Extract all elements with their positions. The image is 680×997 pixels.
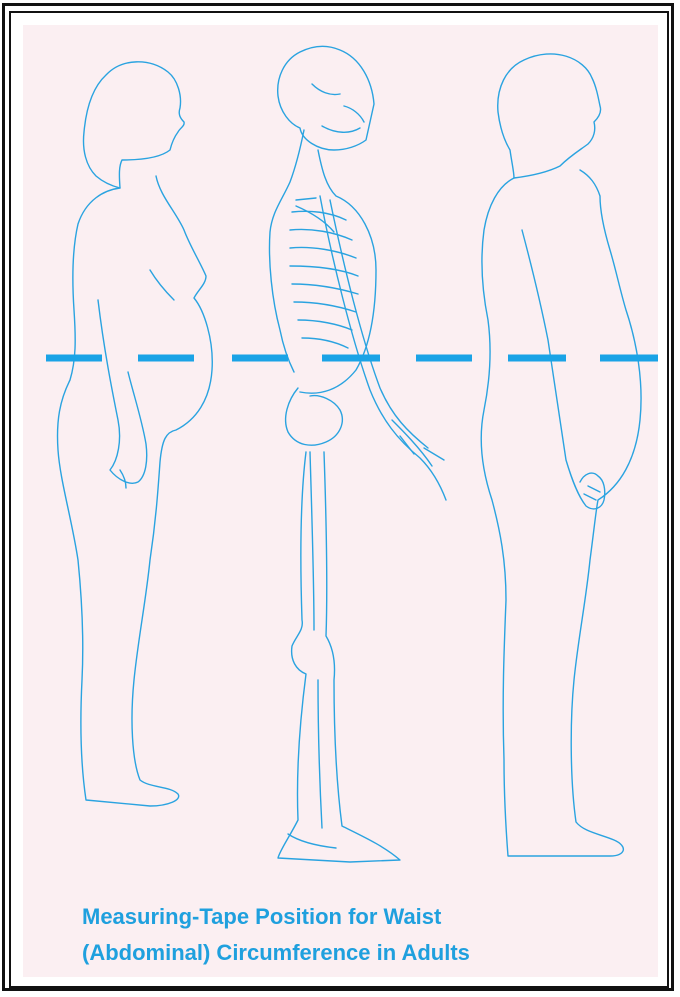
skeleton-silhouette [269, 46, 446, 862]
figure-caption: Measuring-Tape Position for Waist (Abdom… [82, 899, 642, 971]
man-silhouette [481, 54, 641, 856]
woman-silhouette [58, 62, 213, 806]
caption-line-1: Measuring-Tape Position for Waist [82, 899, 642, 935]
caption-line-2: (Abdominal) Circumference in Adults [82, 935, 642, 971]
